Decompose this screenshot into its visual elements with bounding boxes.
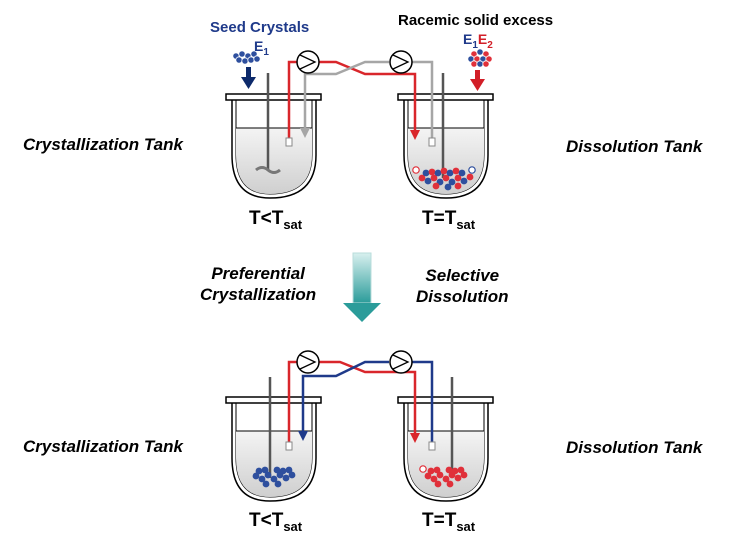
top-crystallization-tank	[225, 73, 322, 199]
pump-icon	[389, 350, 413, 374]
seed-crystals-label: Seed Crystals	[210, 19, 310, 36]
blue-crystals-icon	[252, 466, 296, 488]
process-label-line: Crystallization	[200, 285, 317, 304]
preferential-crystallization-label: Preferential Crystallization	[200, 263, 316, 305]
racemic-solid-excess-label: Racemic solid excess	[398, 12, 554, 29]
pump-icon	[296, 50, 320, 74]
racemic-crystals-icon	[467, 48, 493, 68]
top-crystallization-tank-label: Crystallization Tank	[23, 135, 183, 154]
seed-arrow-icon	[241, 67, 256, 89]
red-crystals-icon	[419, 465, 468, 488]
bottom-dissolution-tank-label: Dissolution Tank	[566, 438, 703, 457]
racemic-solid-excess-icon	[412, 166, 476, 191]
bottom-dissolution-tank	[397, 377, 494, 502]
selective-dissolution-label: Selective Dissolution	[416, 265, 509, 307]
top-left-temperature: T<Tsat	[249, 208, 303, 232]
pump-icon	[389, 50, 413, 74]
racemic-species-label: E1E2	[463, 31, 493, 51]
top-dissolution-tank	[397, 73, 494, 199]
bottom-crystallization-tank-label: Crystallization Tank	[23, 437, 183, 456]
stirrer-blade	[255, 166, 281, 174]
bottom-right-temperature: T=Tsat	[422, 510, 476, 534]
process-label-line: Preferential	[211, 264, 305, 283]
racemic-arrow-icon	[470, 70, 485, 91]
seed-species-label: E1	[254, 38, 269, 58]
pump-icon	[296, 350, 320, 374]
process-arrow-icon	[343, 252, 381, 322]
top-tubing	[285, 60, 436, 147]
bottom-tubing	[285, 360, 436, 451]
top-right-temperature: T=Tsat	[422, 208, 476, 232]
seed-crystals-icon	[232, 50, 261, 65]
process-label-line: Selective	[425, 266, 500, 285]
process-label-line: Dissolution	[416, 287, 509, 306]
bottom-crystallization-tank	[225, 377, 322, 502]
bottom-left-temperature: T<Tsat	[249, 510, 303, 534]
top-dissolution-tank-label: Dissolution Tank	[566, 137, 703, 156]
